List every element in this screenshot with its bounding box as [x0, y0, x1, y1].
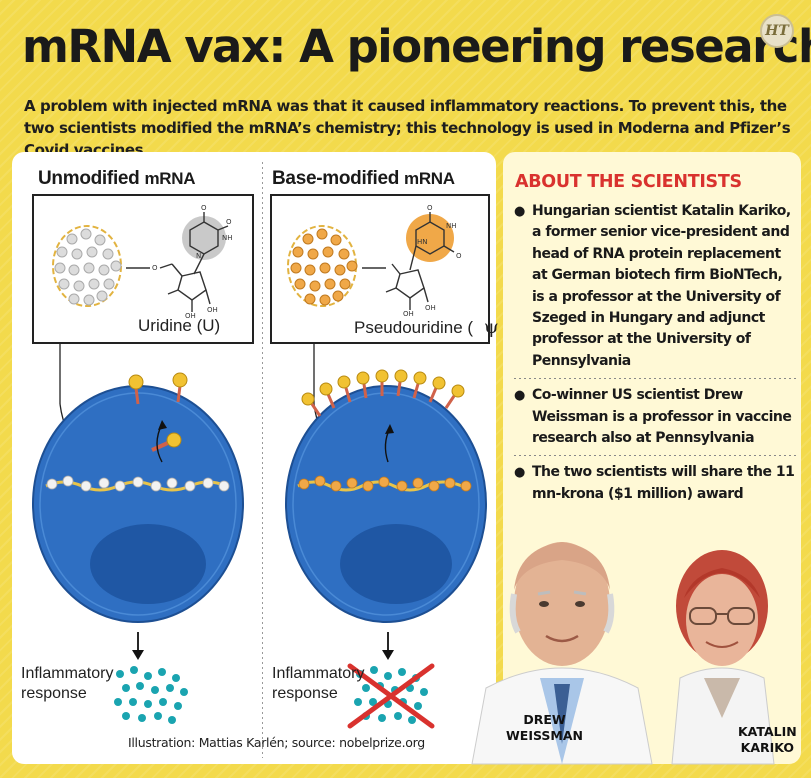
weissman-name-line1: DREW [523, 712, 566, 727]
unmodified-nucleus [90, 524, 206, 604]
unmodified-cell-illustration [32, 344, 244, 623]
ht-logo: HT [760, 14, 794, 48]
about-bullet-award: The two scientists will share the 11 mn-… [514, 462, 798, 505]
weissman-portrait [471, 542, 653, 765]
uridine-label: Uridine (U) [138, 316, 221, 335]
modified-response-label: Inflammatory response [272, 664, 364, 704]
svg-text:O: O [427, 204, 433, 212]
illustration-credit: Illustration: Mattias Karlén; source: no… [128, 735, 425, 750]
base-modified-heading-rna: mRNA [404, 169, 455, 188]
modified-nucleus [340, 524, 452, 604]
pseudouridine-label: Pseudouridine ( ψ [354, 316, 499, 338]
svg-text:OH: OH [403, 310, 414, 318]
svg-text:OH: OH [185, 312, 196, 320]
pseudouridine-structure [385, 212, 455, 310]
about-bullet-weissman: Co-winner US scientist Drew Weissman is … [514, 385, 798, 449]
pseudouridine-molecule-illustration: O NH O HN OH OH [287, 204, 462, 318]
bullet-separator [514, 378, 798, 380]
svg-text:O: O [201, 204, 207, 212]
base-modified-heading-text: Base-modified [272, 168, 404, 189]
unmodified-heading: Unmodified mRNA [38, 168, 196, 190]
unmodified-response-line1: Inflammatory [21, 665, 114, 682]
uridine-structure [159, 212, 229, 312]
kariko-name-label: KATALIN KARIKO [738, 724, 797, 756]
svg-text:O: O [226, 218, 232, 226]
svg-text:OH: OH [425, 304, 436, 312]
kariko-portrait [671, 550, 775, 765]
about-heading: ABOUT THE SCIENTISTS [515, 172, 742, 192]
modified-cell-illustration [285, 344, 487, 623]
svg-text:OH: OH [207, 306, 218, 314]
svg-text:NH: NH [222, 234, 233, 242]
modified-response-line1: Inflammatory [272, 665, 365, 682]
weissman-name-line2: WEISSMAN [506, 728, 583, 743]
svg-text:O: O [152, 264, 158, 272]
svg-text:O: O [456, 252, 462, 260]
unmodified-response-label: Inflammatory response [21, 664, 113, 704]
column-divider [262, 162, 263, 758]
uridine-molecule-illustration: O NH O N O OH OH [52, 204, 233, 320]
unmodified-heading-rna: mRNA [144, 169, 196, 188]
about-bullet-list: Hungarian scientist Katalin Kariko, a fo… [514, 201, 798, 505]
modified-mrna-blob [287, 225, 358, 307]
weissman-name-label: DREW WEISSMAN [506, 712, 583, 744]
pseudouridine-label-text: Pseudouridine ( [354, 318, 474, 337]
page-subtitle: A problem with injected mRNA was that it… [24, 97, 791, 159]
unmodified-response-illustration [114, 632, 188, 724]
base-modified-heading: Base-modified mRNA [272, 168, 455, 190]
svg-text:NH: NH [446, 222, 457, 230]
unmodified-heading-text: Unmodified [38, 168, 145, 189]
unmodified-response-line2: response [21, 685, 87, 702]
psi-symbol: ψ [483, 316, 499, 338]
modified-response-illustration [347, 632, 435, 729]
no-response-cross [347, 663, 435, 729]
modified-response-line2: response [272, 685, 338, 702]
svg-text:N: N [196, 252, 201, 260]
svg-text:HN: HN [417, 238, 428, 246]
unmodified-mrna-blob [52, 225, 122, 307]
about-bullet-kariko: Hungarian scientist Katalin Kariko, a fo… [514, 201, 798, 372]
page-title: mRNA vax: A pioneering research [22, 20, 811, 73]
bullet-separator [514, 455, 798, 457]
scientists-portrait [471, 542, 775, 765]
kariko-name-line2: KARIKO [740, 740, 795, 755]
kariko-name-line1: KATALIN [738, 724, 797, 739]
